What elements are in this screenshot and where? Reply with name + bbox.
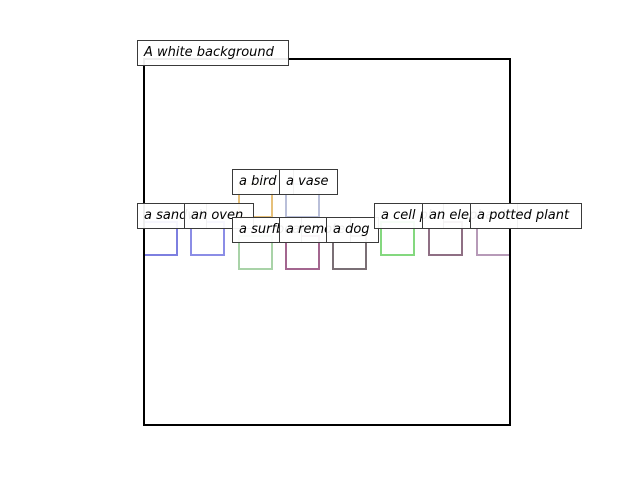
scene-frame	[143, 58, 511, 426]
label-vase: a vase	[279, 169, 338, 195]
label-potted-plant: a potted plant	[470, 203, 582, 229]
label-dog: a dog	[326, 217, 379, 243]
scene-caption: A white background	[137, 40, 289, 66]
